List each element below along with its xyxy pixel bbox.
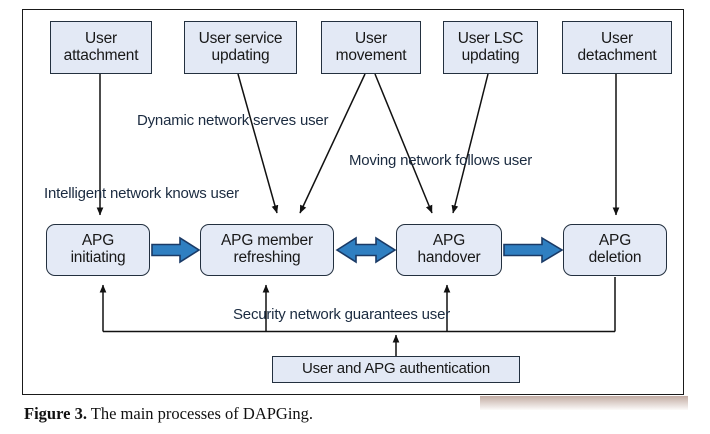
node-user-movement[interactable]: User movement — [321, 21, 421, 74]
node-apg-initiating[interactable]: APG initiating — [46, 224, 150, 276]
blue-arrow-handover-to-deletion — [503, 236, 564, 264]
connector-lsc-updating-to-handover — [451, 73, 489, 214]
node-apg-handover[interactable]: APG handover — [396, 224, 502, 276]
node-user-attachment[interactable]: User attachment — [50, 21, 152, 74]
node-label: User movement — [335, 29, 407, 64]
edge-label-intelligent-network-knows-user: Intelligent network knows user — [44, 185, 239, 202]
node-apg-member-refreshing[interactable]: APG member refreshing — [200, 224, 334, 276]
node-user-lsc-updating[interactable]: User LSC updating — [443, 21, 538, 74]
caption-figure-number: Figure 3. — [24, 404, 87, 423]
edge-label-dynamic-network-serves-user: Dynamic network serves user — [137, 112, 329, 129]
node-label: APG member refreshing — [221, 232, 313, 266]
node-user-service-updating[interactable]: User service updating — [184, 21, 297, 74]
blue-arrow-refreshing-to-handover — [335, 236, 397, 264]
node-label: User detachment — [577, 29, 657, 64]
node-label: User service updating — [198, 29, 283, 64]
connector-movement-to-refreshing — [299, 73, 366, 214]
edge-label-moving-network-follows-user: Moving network follows user — [349, 152, 533, 169]
node-label: APG handover — [417, 232, 481, 266]
node-label: User LSC updating — [457, 29, 524, 64]
node-label: User and APG authentication — [301, 360, 491, 378]
connector-movement-to-handover — [374, 73, 433, 214]
node-label: APG deletion — [588, 232, 642, 266]
node-label: User attachment — [63, 29, 139, 64]
edge-label-security-network-guarantees-user: Security network guarantees user — [233, 306, 451, 323]
node-apg-deletion[interactable]: APG deletion — [563, 224, 667, 276]
connector-service-updating-to-refreshing — [237, 73, 279, 214]
blue-arrow-initiating-to-refreshing — [151, 236, 201, 264]
node-user-detachment[interactable]: User detachment — [562, 21, 672, 74]
caption-text: The main processes of DAPGing. — [86, 404, 314, 423]
node-user-and-apg-authentication[interactable]: User and APG authentication — [272, 356, 520, 383]
figure-caption: Figure 3. The main processes of DAPGing. — [24, 404, 313, 424]
node-label: APG initiating — [70, 232, 126, 266]
